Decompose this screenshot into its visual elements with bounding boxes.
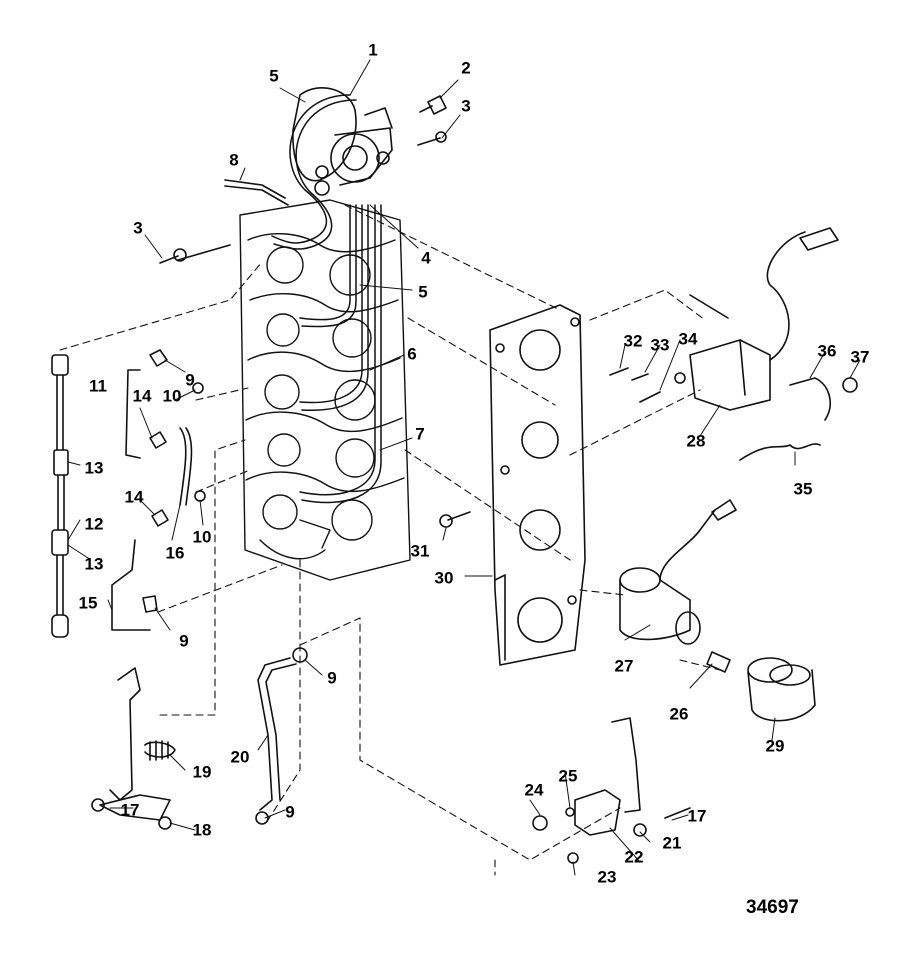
callout-9: 9 <box>285 802 295 822</box>
fitting-36 <box>789 377 831 421</box>
callout-10: 10 <box>192 527 212 547</box>
throttle-lever-assembly <box>91 667 176 830</box>
throttle-link-8 <box>224 179 289 206</box>
callout-20: 20 <box>230 747 250 767</box>
rod-end-9b <box>255 811 269 825</box>
enrichener-valve <box>609 227 839 411</box>
oil-filter <box>747 657 816 722</box>
callout-28: 28 <box>686 431 706 451</box>
callout-14: 14 <box>124 487 144 507</box>
callout-34: 34 <box>678 329 698 349</box>
fuel-pump <box>292 86 393 196</box>
fitting-26 <box>706 651 731 673</box>
callout-16: 16 <box>165 543 185 563</box>
rod-end-9 <box>292 647 308 663</box>
callout-9: 9 <box>327 668 337 688</box>
figure-number: 34697 <box>746 897 799 918</box>
callout-25: 25 <box>558 766 578 786</box>
screw-upper <box>689 294 729 319</box>
callout-3: 3 <box>133 218 143 238</box>
callout-9: 9 <box>185 370 195 390</box>
callout-27: 27 <box>614 656 634 676</box>
link-rod-20 <box>257 657 297 811</box>
callout-11: 11 <box>89 376 107 396</box>
callout-18: 18 <box>192 820 212 840</box>
callout-24: 24 <box>524 780 544 800</box>
callout-5: 5 <box>418 282 428 302</box>
gasket-plate <box>489 304 586 666</box>
callout-5: 5 <box>269 66 279 86</box>
callout-13: 13 <box>84 458 104 478</box>
callout-23: 23 <box>597 867 617 887</box>
callout-13: 13 <box>84 554 104 574</box>
callout-36: 36 <box>817 341 837 361</box>
callout-22: 22 <box>624 847 644 867</box>
callout-19: 19 <box>192 762 212 782</box>
assembly-dashed-lines <box>59 204 721 876</box>
callout-21: 21 <box>662 833 682 853</box>
callout-2: 2 <box>461 58 471 78</box>
callout-8: 8 <box>229 150 239 170</box>
callout-30: 30 <box>434 568 454 588</box>
callout-32: 32 <box>623 331 643 351</box>
callout-4: 4 <box>421 248 431 268</box>
spring-35 <box>739 443 821 461</box>
callout-9: 9 <box>179 631 189 651</box>
callout-37: 37 <box>850 347 870 367</box>
callout-14: 14 <box>132 386 152 406</box>
callout-10: 10 <box>162 386 182 406</box>
callout-35: 35 <box>793 479 813 499</box>
callout-17: 17 <box>687 806 707 826</box>
callout-3: 3 <box>461 96 471 116</box>
screw-31-head <box>439 514 453 528</box>
fuel-filter-assembly <box>51 354 69 638</box>
callout-17: 17 <box>120 800 140 820</box>
callout-12: 12 <box>84 514 104 534</box>
callout-33: 33 <box>650 335 670 355</box>
fuel-hoses <box>271 94 382 504</box>
solenoid-valve <box>619 499 737 645</box>
callout-15: 15 <box>78 593 98 613</box>
callout-1: 1 <box>368 40 378 60</box>
callout-29: 29 <box>765 736 785 756</box>
callout-31: 31 <box>410 541 430 561</box>
callout-6: 6 <box>407 344 417 364</box>
callout-7: 7 <box>415 424 425 444</box>
linkage-rods <box>111 349 206 631</box>
carburetor-stack <box>239 199 411 581</box>
pump-screws <box>159 95 447 264</box>
callout-26: 26 <box>669 704 689 724</box>
fitting-37 <box>842 377 858 393</box>
leader-lines <box>67 59 861 876</box>
